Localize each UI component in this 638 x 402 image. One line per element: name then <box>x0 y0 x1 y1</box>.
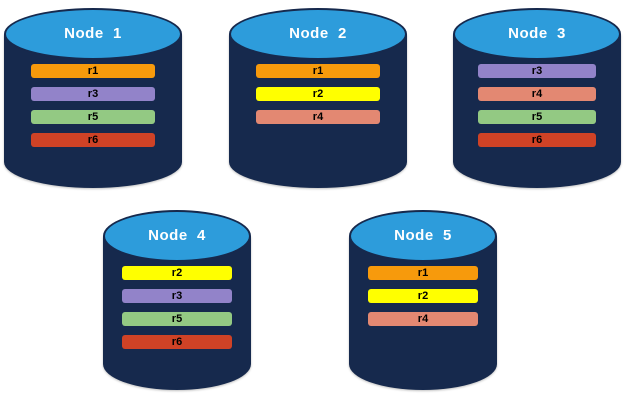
cylinder-top-cap <box>4 8 182 60</box>
replica-bar[interactable]: r2 <box>368 289 478 303</box>
replica-bar[interactable]: r4 <box>368 312 478 326</box>
replica-bar[interactable]: r1 <box>256 64 380 78</box>
database-node-2[interactable]: Node 2 r1 r2 r4 <box>229 8 407 188</box>
replica-list: r3 r4 r5 r6 <box>453 64 621 156</box>
replica-bar[interactable]: r3 <box>31 87 155 101</box>
replica-bar[interactable]: r2 <box>256 87 380 101</box>
replica-bar[interactable]: r3 <box>478 64 596 78</box>
replica-list: r1 r2 r4 <box>349 266 497 335</box>
replica-bar[interactable]: r2 <box>122 266 232 280</box>
node-label: Node 2 <box>289 25 347 42</box>
replica-bar[interactable]: r4 <box>256 110 380 124</box>
node-label: Node 4 <box>148 227 206 244</box>
database-node-4[interactable]: Node 4 r2 r3 r5 r6 <box>103 210 251 390</box>
replica-list: r2 r3 r5 r6 <box>103 266 251 358</box>
database-node-3[interactable]: Node 3 r3 r4 r5 r6 <box>453 8 621 188</box>
node-label: Node 1 <box>64 25 122 42</box>
replica-bar[interactable]: r4 <box>478 87 596 101</box>
database-node-5[interactable]: Node 5 r1 r2 r4 <box>349 210 497 390</box>
database-node-1[interactable]: Node 1 r1 r3 r5 r6 <box>4 8 182 188</box>
replica-bar[interactable]: r6 <box>478 133 596 147</box>
replica-bar[interactable]: r5 <box>31 110 155 124</box>
replica-bar[interactable]: r3 <box>122 289 232 303</box>
replica-list: r1 r3 r5 r6 <box>4 64 182 156</box>
replica-bar[interactable]: r6 <box>122 335 232 349</box>
replica-bar[interactable]: r5 <box>122 312 232 326</box>
cylinder-top-cap <box>349 210 497 262</box>
cylinder-top-cap <box>453 8 621 60</box>
replica-list: r1 r2 r4 <box>229 64 407 133</box>
replica-bar[interactable]: r5 <box>478 110 596 124</box>
replica-bar[interactable]: r1 <box>368 266 478 280</box>
replica-bar[interactable]: r6 <box>31 133 155 147</box>
replica-bar[interactable]: r1 <box>31 64 155 78</box>
node-label: Node 5 <box>394 227 452 244</box>
cylinder-top-cap <box>103 210 251 262</box>
cylinder-top-cap <box>229 8 407 60</box>
node-label: Node 3 <box>508 25 566 42</box>
